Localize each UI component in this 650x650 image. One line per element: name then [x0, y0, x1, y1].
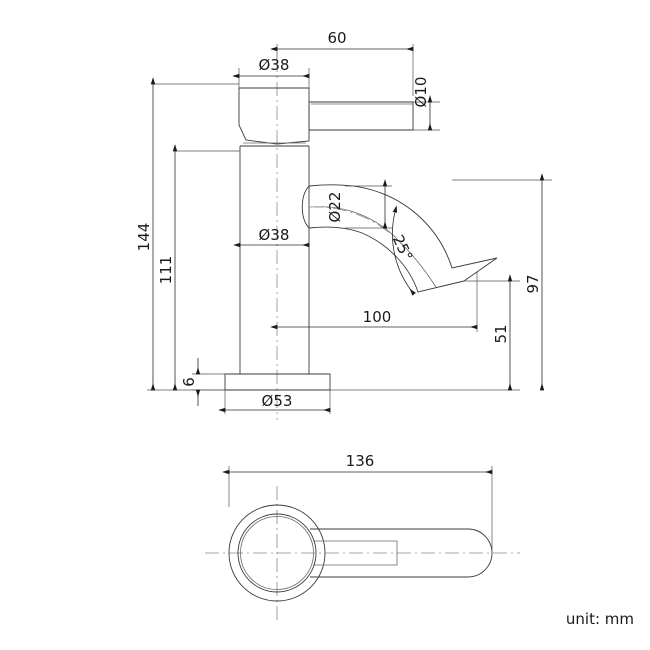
dimension-label-d38-body: Ø38 — [259, 226, 290, 244]
unit-note: unit: mm — [566, 610, 634, 628]
plan-cap-inner-circle — [240, 516, 314, 590]
handle-cap-outline — [238, 87, 310, 145]
body-column-outline — [239, 146, 310, 374]
dimension-label-144: 144 — [135, 223, 153, 252]
dimension-body-height: 111 — [157, 144, 240, 391]
plan-base-circle — [228, 504, 326, 602]
dimension-base-diameter: Ø53 — [218, 390, 331, 414]
dimension-spout-tube-diameter: Ø22 — [326, 179, 392, 229]
dimension-label-6: 6 — [180, 377, 198, 387]
dimension-label-111: 111 — [157, 256, 175, 285]
plan-cap-outer-circle — [237, 513, 317, 593]
dimension-outlet-diameter: Ø10 — [412, 77, 440, 131]
dimension-spout-reach: 100 — [270, 272, 478, 332]
dimension-base-thickness: 6 — [180, 358, 225, 406]
handle-lever-outline — [308, 101, 414, 131]
dimension-plan-length: 136 — [222, 452, 493, 553]
dimension-label-100: 100 — [363, 308, 392, 326]
handle-base-joint — [240, 142, 309, 147]
dimension-label-d53: Ø53 — [262, 392, 293, 410]
dimension-label-51: 51 — [492, 324, 510, 343]
base-flange-outline — [224, 373, 331, 391]
dimension-label-60: 60 — [327, 29, 346, 47]
plan-view-dimensions: 136 — [222, 452, 493, 553]
dimension-total-height: 144 — [135, 77, 239, 391]
plan-lever-inner-detail — [313, 540, 398, 566]
dimension-handle-cap-diameter: Ø38 — [232, 56, 310, 88]
front-view-dimensions: 60 Ø10 Ø38 Ø38 — [135, 29, 552, 414]
dimension-spout-reach-top: 60 — [270, 29, 414, 96]
dimension-label-d22: Ø22 — [326, 192, 344, 223]
dimension-label-25deg: 25° — [389, 232, 417, 264]
dimension-label-136: 136 — [346, 452, 375, 470]
dimension-outlet-height: 51 — [330, 274, 520, 391]
dimension-label-97: 97 — [524, 274, 542, 293]
dimension-label-d10: Ø10 — [412, 77, 430, 108]
dimension-label-d38-top: Ø38 — [259, 56, 290, 74]
top-plan-view — [205, 486, 520, 622]
dimension-body-diameter: Ø38 — [233, 226, 310, 248]
dimension-spout-total-height: 97 — [452, 173, 552, 391]
